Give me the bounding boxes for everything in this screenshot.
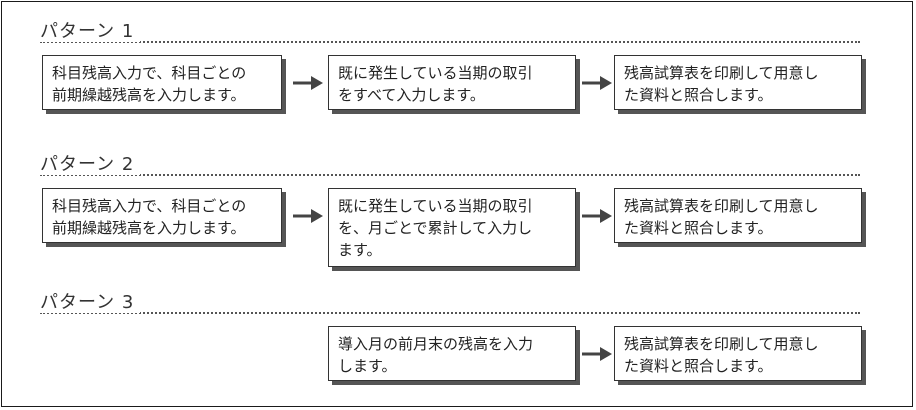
arrow-right-icon	[582, 76, 612, 90]
pattern-3-step-1: 導入月の前月末の残高を入力 します。	[328, 326, 576, 381]
dotted-rule-2	[40, 174, 860, 176]
pattern-1-step-3: 残高試算表を印刷して用意し た資料と照合します。	[614, 55, 862, 110]
pattern-2-heading: パターン 2	[40, 155, 141, 175]
pattern-1-step-1: 科目残高入力で、科目ごとの 前期繰越残高を入力します。	[42, 55, 282, 110]
pattern-1-heading: パターン 1	[40, 22, 141, 42]
arrow-right-icon	[582, 209, 612, 223]
arrow-right-icon	[582, 347, 612, 361]
pattern-2-step-1: 科目残高入力で、科目ごとの 前期繰越残高を入力します。	[42, 188, 282, 243]
pattern-2-step-3: 残高試算表を印刷して用意し た資料と照合します。	[614, 188, 862, 243]
pattern-3-heading: パターン 3	[40, 293, 141, 313]
arrow-right-icon	[293, 209, 323, 223]
pattern-3-step-2: 残高試算表を印刷して用意し た資料と照合します。	[614, 326, 862, 381]
dotted-rule-3	[40, 312, 860, 314]
arrow-right-icon	[293, 76, 323, 90]
pattern-1-step-2: 既に発生している当期の取引 をすべて入力します。	[328, 55, 576, 110]
pattern-2-step-2: 既に発生している当期の取引 を、月ごとで累計して入力し ます。	[328, 188, 576, 267]
dotted-rule-1	[40, 41, 860, 43]
